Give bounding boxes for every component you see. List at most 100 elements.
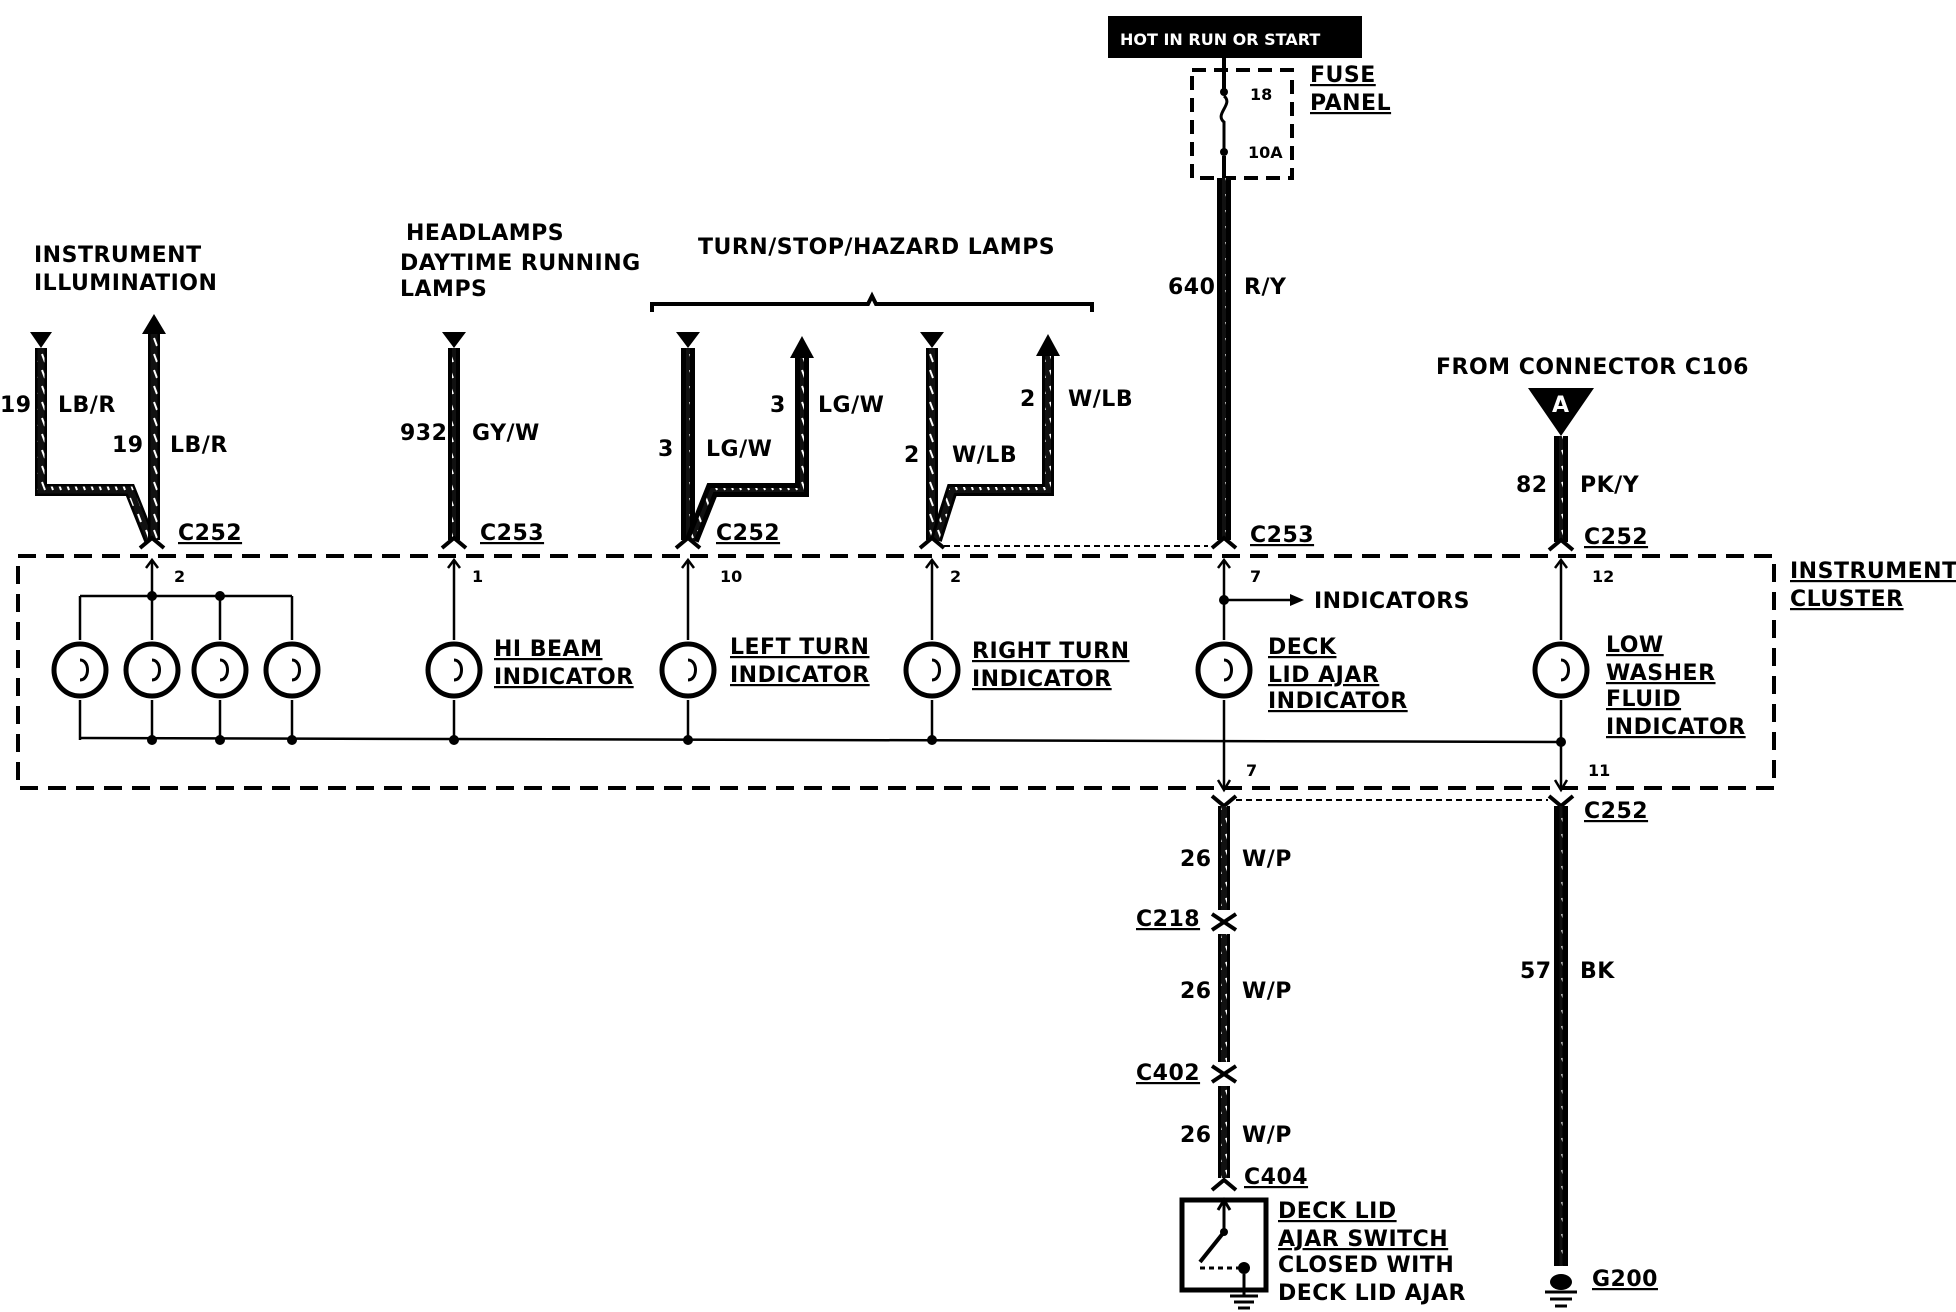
fuse-icon	[1219, 94, 1229, 150]
left-turn-bulb-icon	[659, 641, 717, 699]
fuse-rating: 10A	[1248, 143, 1283, 162]
svg-text:82: 82	[1516, 473, 1548, 498]
svg-text:7: 7	[1250, 567, 1261, 586]
svg-text:INDICATOR: INDICATOR	[494, 665, 634, 690]
svg-text:HI BEAM: HI BEAM	[494, 637, 602, 662]
svg-text:C252: C252	[1584, 799, 1648, 824]
svg-text:26: 26	[1180, 979, 1212, 1004]
svg-text:19: 19	[112, 433, 144, 458]
deck-lid-switch: DECK LID AJAR SWITCH CLOSED WITH DECK LI…	[1179, 1197, 1466, 1310]
hi-beam-bulb-icon	[425, 641, 483, 699]
right-arrow-icon	[1290, 594, 1304, 606]
fuse-panel-label-1: FUSE	[1310, 63, 1376, 88]
instrument-illumination-label-1: INSTRUMENT	[34, 243, 202, 268]
svg-text:26: 26	[1180, 847, 1212, 872]
svg-text:C253: C253	[1250, 523, 1314, 548]
svg-text:10: 10	[720, 567, 742, 586]
svg-text:DECK LID AJAR: DECK LID AJAR	[1278, 1281, 1466, 1306]
svg-text:19: 19	[0, 393, 32, 418]
down-arrow-icon	[442, 332, 466, 348]
up-arrow-icon	[790, 336, 814, 358]
from-connector-label: FROM CONNECTOR C106	[1436, 355, 1749, 380]
svg-text:1: 1	[472, 567, 483, 586]
svg-text:R/Y: R/Y	[1244, 275, 1287, 300]
svg-text:11: 11	[1588, 761, 1610, 780]
svg-text:LG/W: LG/W	[818, 393, 884, 418]
illumination-bulb-2-icon	[123, 641, 181, 699]
bulb-filaments	[79, 658, 1570, 682]
instrument-cluster-box	[16, 554, 1776, 790]
svg-text:C253: C253	[480, 521, 544, 546]
svg-text:PK/Y: PK/Y	[1580, 473, 1640, 498]
svg-text:LG/W: LG/W	[706, 437, 772, 462]
switch-blade-icon	[1198, 1230, 1226, 1264]
ground-icon	[1230, 1294, 1258, 1310]
headlamps-label-2: DAYTIME RUNNING	[400, 251, 641, 276]
wire-19-lbr: 19 LB/R 19 LB/R C252 2	[0, 314, 242, 586]
svg-text:C252: C252	[1584, 525, 1648, 550]
up-arrow-icon	[142, 314, 166, 334]
svg-text:BK: BK	[1580, 959, 1615, 984]
deck-lid-bulb-icon	[1195, 641, 1253, 699]
svg-text:2: 2	[904, 443, 920, 468]
svg-text:FLUID: FLUID	[1606, 687, 1681, 712]
svg-text:LID AJAR: LID AJAR	[1268, 663, 1379, 688]
svg-text:C402: C402	[1136, 1061, 1200, 1086]
wire-932-gyw: 932 GY/W C253 1	[400, 332, 544, 586]
power-source-box: HOT IN RUN OR START	[1108, 16, 1362, 58]
svg-text:2: 2	[950, 567, 961, 586]
ground-g200-icon	[1545, 1290, 1577, 1308]
turn-stop-hazard-label: TURN/STOP/HAZARD LAMPS	[698, 235, 1055, 260]
svg-text:RIGHT TURN: RIGHT TURN	[972, 639, 1130, 664]
down-arrow-icon	[920, 332, 944, 348]
svg-text:W/LB: W/LB	[952, 443, 1017, 468]
svg-text:2: 2	[1020, 387, 1036, 412]
svg-text:26: 26	[1180, 1123, 1212, 1148]
wire-640-ry: 640 R/Y C253 7	[1168, 178, 1314, 586]
washer-bulb-icon	[1532, 641, 1590, 699]
junction-dots	[147, 591, 1566, 747]
turn-lamps-bracket	[650, 291, 1094, 312]
illumination-bulb-4-icon	[263, 641, 321, 699]
svg-text:932: 932	[400, 421, 447, 446]
svg-text:INDICATORS: INDICATORS	[1314, 589, 1470, 614]
svg-text:W/P: W/P	[1242, 847, 1292, 872]
svg-text:INDICATOR: INDICATOR	[1606, 715, 1746, 740]
svg-text:C252: C252	[716, 521, 780, 546]
svg-text:GY/W: GY/W	[472, 421, 540, 446]
cluster-feeds	[78, 557, 1569, 793]
svg-text:INDICATOR: INDICATOR	[972, 667, 1112, 692]
fuse-panel: 18 10A FUSE PANEL	[1190, 58, 1391, 180]
svg-text:W/LB: W/LB	[1068, 387, 1133, 412]
bulbs	[51, 641, 1590, 699]
down-arrow-icon	[30, 332, 52, 348]
svg-text:W/P: W/P	[1242, 1123, 1292, 1148]
cluster-label-1: INSTRUMENT	[1790, 559, 1956, 584]
fuse-number: 18	[1250, 85, 1272, 104]
svg-text:57: 57	[1520, 959, 1552, 984]
wire-26-wp: 26 W/P C218 26 W/P C402 26 W/P C404	[1136, 794, 1308, 1192]
svg-text:LB/R: LB/R	[58, 393, 116, 418]
wire-2-wlb: 2 W/LB 2 W/LB 2	[904, 332, 1133, 586]
svg-text:WASHER: WASHER	[1606, 661, 1716, 686]
svg-text:12: 12	[1592, 567, 1614, 586]
svg-text:C252: C252	[178, 521, 242, 546]
wire-82-pky: A 82 PK/Y C252 12	[1516, 388, 1648, 586]
svg-text:7: 7	[1246, 761, 1257, 780]
power-source-label: HOT IN RUN OR START	[1120, 30, 1320, 49]
svg-text:3: 3	[770, 393, 786, 418]
svg-text:2: 2	[174, 567, 185, 586]
svg-text:INDICATOR: INDICATOR	[1268, 689, 1408, 714]
svg-text:A: A	[1552, 393, 1570, 418]
svg-text:C218: C218	[1136, 907, 1200, 932]
indicators-branch: INDICATORS	[1224, 589, 1470, 614]
svg-text:LB/R: LB/R	[170, 433, 228, 458]
wire-3-lgw: 3 LG/W 3 LG/W C252 10	[658, 332, 884, 586]
up-arrow-icon	[1036, 334, 1060, 356]
headlamps-label-3: LAMPS	[400, 277, 487, 302]
headlamps-label-1: HEADLAMPS	[406, 221, 564, 246]
illumination-bulb-1-icon	[51, 641, 109, 699]
svg-text:G200: G200	[1592, 1267, 1658, 1292]
